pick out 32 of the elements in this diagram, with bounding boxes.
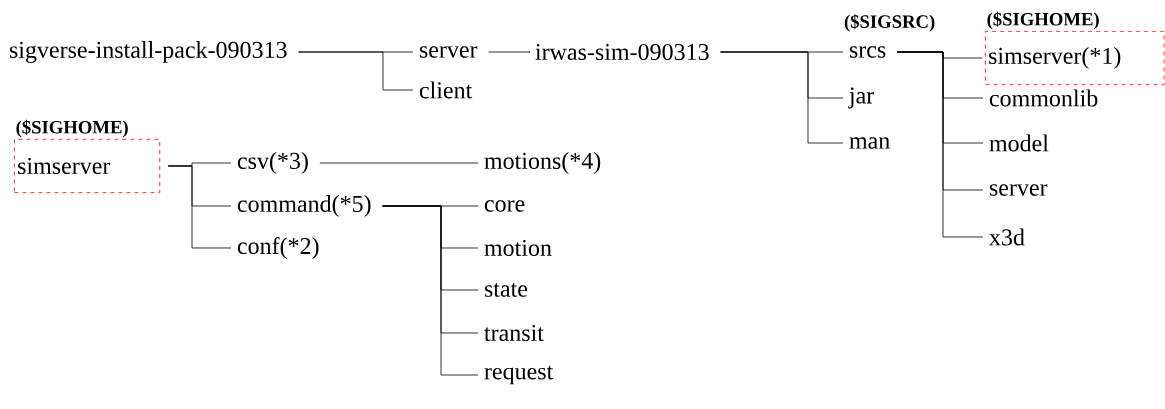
folder-name: server [989,184,1048,196]
dashed-box: simserver [14,138,161,194]
tree-line [896,51,984,238]
dashed-box: simserver(*1) [985,30,1165,86]
folder-name: csv(*3) [237,152,308,174]
folder-name: conf(*2) [237,237,319,259]
folder-name: motions(*4) [484,152,601,174]
tree-line [167,165,232,249]
heading: ($SIGSRC) [844,14,935,32]
folder-name: transit [484,324,544,342]
folder-name: man [849,137,890,149]
folder-name: command(*5) [237,195,371,217]
folder-name: jar [848,87,875,109]
tree-line [720,51,844,144]
folder-name: srcs [849,46,886,58]
folder-name: sigverse-install-pack-090313 [9,41,287,63]
folder-name: motion [484,239,552,257]
tree-line [319,162,479,164]
folder-name: request [484,365,554,385]
heading: ($SIGHOME) [16,119,128,138]
folder-name: model [989,134,1049,152]
folder-name: commonlib [989,89,1098,107]
folder-name: client [419,81,473,99]
tree-line [488,51,531,53]
folder-name: irwas-sim-090313 [535,43,709,61]
tree-line [382,205,479,376]
heading: ($SIGHOME) [987,11,1099,30]
folder-name: x3d [989,228,1025,246]
folder-name: core [484,200,525,212]
tree-line [298,51,414,91]
folder-name: server [419,46,478,58]
folder-name: state [484,283,528,297]
